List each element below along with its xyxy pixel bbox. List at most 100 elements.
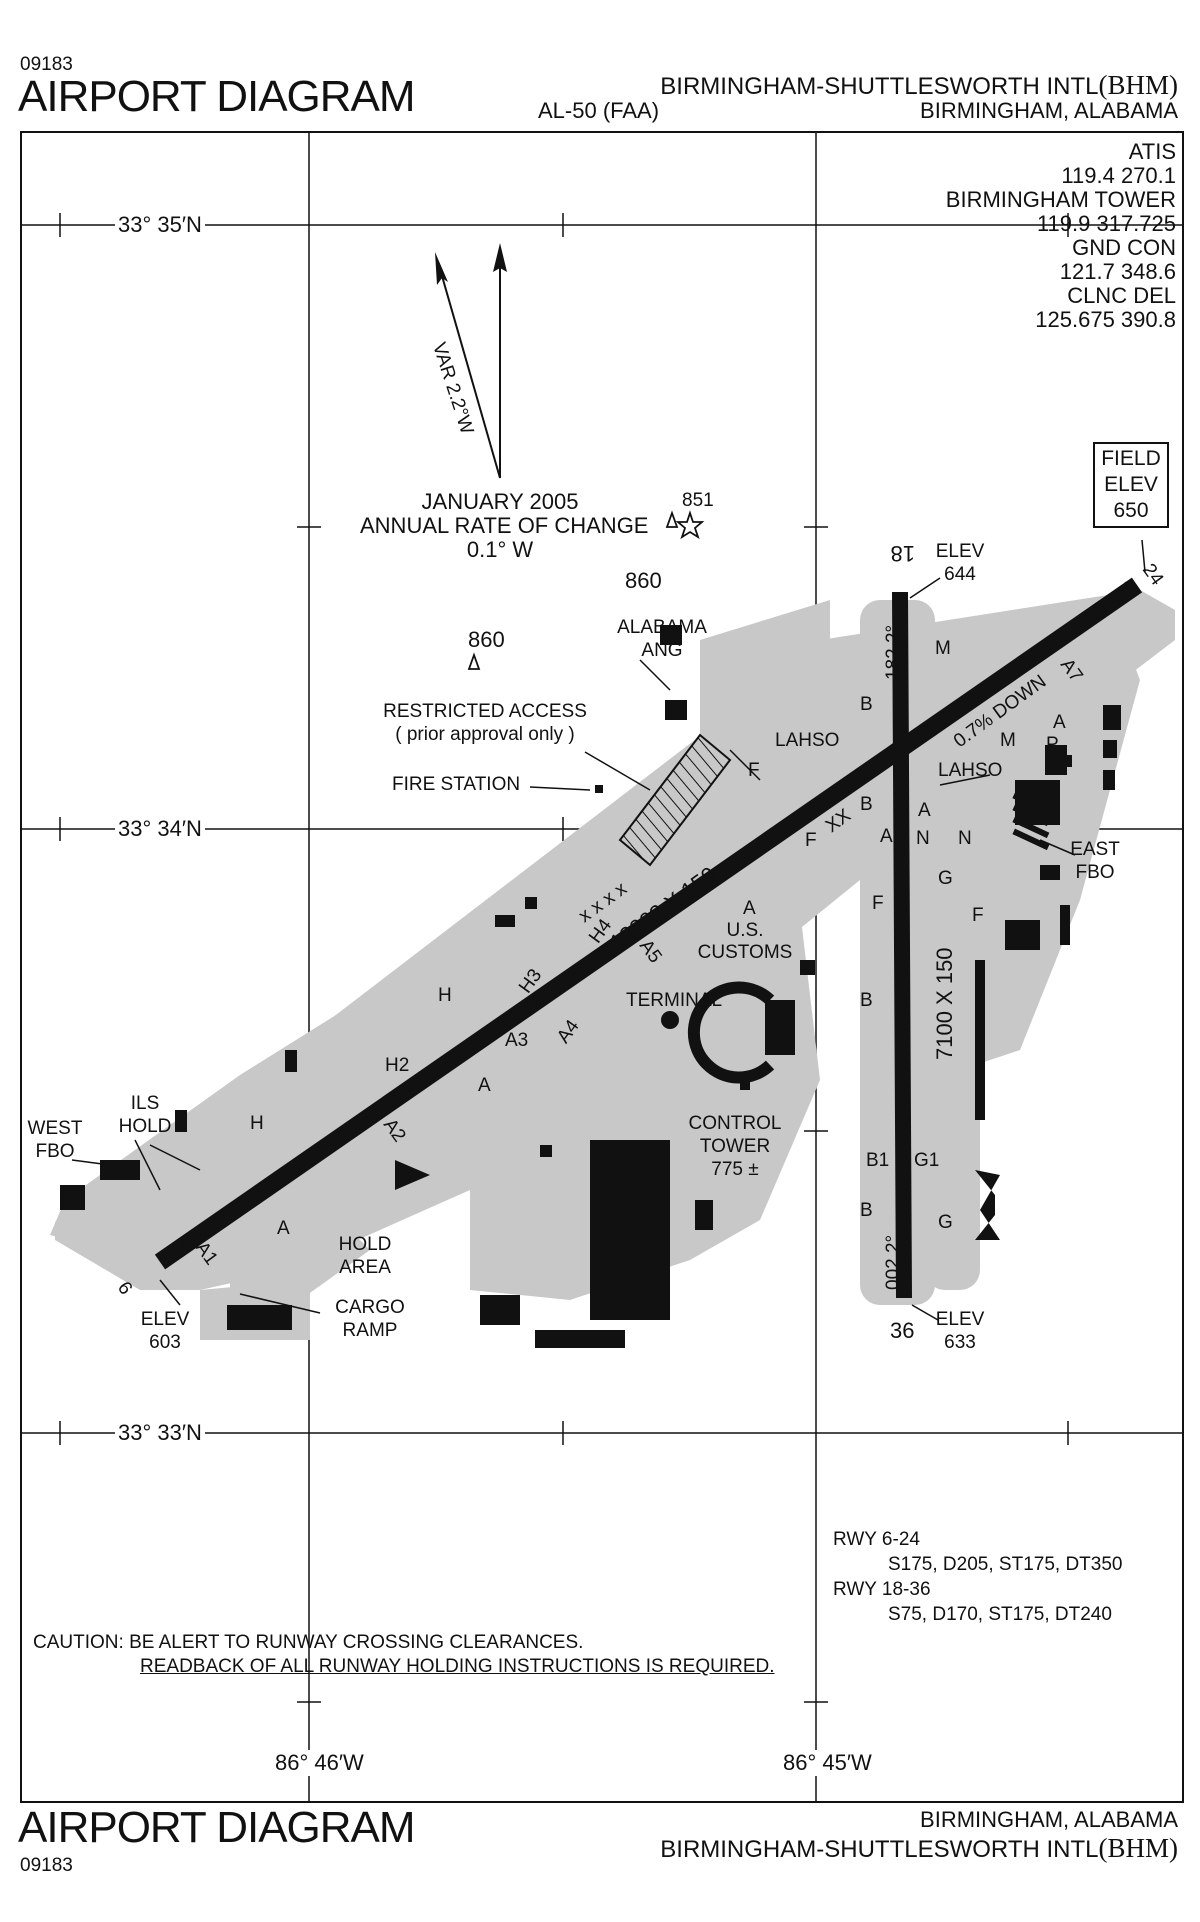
caution-line-1: BE ALERT TO RUNWAY CROSSING CLEARANCES. — [129, 1632, 584, 1653]
building — [535, 1330, 625, 1348]
taxiway-f-label-4: F — [972, 905, 984, 926]
building — [285, 1050, 297, 1072]
building — [1045, 745, 1067, 775]
area-text: AREA — [339, 1257, 391, 1278]
control-text: CONTROL — [688, 1113, 782, 1134]
runway-strengths: RWY 6-24 S175, D205, ST175, DT350 RWY 18… — [833, 1527, 1122, 1627]
taxiway-g-label: G — [938, 868, 953, 889]
building — [1060, 905, 1070, 945]
chart-number: 09183 — [20, 54, 73, 75]
taxiway-b-label: B — [860, 694, 873, 715]
strength-rwy1-label: RWY 6-24 — [833, 1529, 920, 1550]
footer-chart-number: 09183 — [20, 1855, 73, 1876]
taxiway-a-label: A — [277, 1218, 290, 1239]
elev-36-value: 633 — [944, 1332, 976, 1353]
taxiway-b-label-4: B — [860, 1200, 873, 1221]
obstacle-860-symbol — [467, 652, 481, 670]
building — [800, 960, 815, 975]
strength-rwy2-label: RWY 18-36 — [833, 1579, 931, 1600]
runway-6-elevation: ELEV 603 — [130, 1308, 200, 1354]
taxiway-g-label-2: G — [938, 1212, 953, 1233]
taxiway-f-label-2: F — [805, 830, 817, 851]
magnetic-north-arrowhead — [435, 252, 448, 285]
building — [525, 897, 537, 909]
chart-title: AIRPORT DIAGRAM — [18, 72, 416, 121]
hold-area-label: HOLD AREA — [325, 1233, 405, 1279]
pointer-lines — [71, 539, 1146, 1321]
procedure-id: AL-50 (FAA) — [538, 98, 660, 123]
lahso-label-1: LAHSO — [775, 730, 840, 751]
taxiway-a-label-5: A — [918, 800, 931, 821]
cargo-text: CARGO — [335, 1297, 405, 1318]
elev-6-value: 603 — [149, 1332, 181, 1353]
taxiway-h-label: H — [438, 985, 452, 1006]
field-elev-value: 650 — [1113, 499, 1149, 522]
lat-label-3535: 33° 35′N — [115, 212, 205, 238]
restricted-access-area — [618, 733, 732, 867]
hold-text: HOLD — [118, 1116, 172, 1137]
building — [1103, 705, 1121, 730]
building — [175, 1110, 187, 1132]
taxiway-f-label-3: F — [872, 893, 884, 914]
ramp-text: RAMP — [342, 1320, 398, 1341]
caution-label: CAUTION: — [33, 1632, 124, 1653]
fbo-text: FBO — [1075, 862, 1115, 883]
taxiway-a-label-3: A — [743, 898, 756, 919]
obstacle-860-label-2: 860 — [468, 627, 505, 652]
lat-label-3534: 33° 34′N — [115, 816, 205, 842]
footer-airport-name: BIRMINGHAM-SHUTTLESWORTH INTL — [660, 1836, 1099, 1863]
us-label: U.S. — [726, 920, 764, 941]
taxiway-b-label-3: B — [860, 990, 873, 1011]
ils-text: ILS — [130, 1093, 160, 1114]
magnetic-north-line — [437, 261, 501, 479]
elev-6-label: ELEV — [140, 1309, 190, 1330]
building — [1005, 920, 1040, 950]
magnetic-rate: 0.1° W — [466, 537, 534, 562]
caution-note: CAUTION: BE ALERT TO RUNWAY CROSSING CLE… — [33, 1630, 583, 1656]
building — [1060, 755, 1072, 767]
fire-station — [595, 785, 603, 793]
runway-18-heading: 182.2° — [883, 624, 904, 680]
runway-18-36-dimensions: 7100 X 150 — [932, 947, 957, 1060]
runway-18-elevation: ELEV 644 — [925, 540, 995, 586]
hold-area-text: HOLD — [338, 1234, 392, 1255]
elev-36-label: ELEV — [935, 1309, 985, 1330]
airport-city: BIRMINGHAM, ALABAMA — [920, 98, 1178, 123]
clearance-label: CLNC DEL — [1067, 283, 1176, 308]
west-fbo-building — [60, 1185, 85, 1210]
taxiway-p-label: P — [1046, 734, 1059, 755]
caution-line-2: READBACK OF ALL RUNWAY HOLDING INSTRUCTI… — [140, 1656, 775, 1677]
taxiway-h-label-2: H — [250, 1113, 264, 1134]
alabama-label: ALABAMA — [617, 617, 707, 638]
elev-18-value: 644 — [944, 564, 976, 585]
runway-36-elevation: ELEV 633 — [925, 1308, 995, 1354]
tower-label: BIRMINGHAM TOWER — [945, 187, 1176, 212]
taxiway-a-label-2: A — [478, 1075, 491, 1096]
taxiway-a-label-6: A — [1053, 712, 1066, 733]
taxiway-a3-label: A3 — [505, 1030, 529, 1051]
cargo-ramp-building — [227, 1305, 292, 1330]
clearance-frequency: 125.675 390.8 — [1035, 307, 1176, 332]
taxiway-b1-label: B1 — [866, 1150, 890, 1171]
magnetic-date: JANUARY 2005 — [421, 489, 579, 514]
terminal-label: TERMINAL — [626, 990, 723, 1011]
strength-rwy2-values: S75, D170, ST175, DT240 — [888, 1604, 1112, 1625]
footer-airport-row: BIRMINGHAM-SHUTTLESWORTH INTL(BHM) — [660, 1833, 1178, 1864]
obstacles — [467, 510, 705, 670]
east-hangars — [1012, 792, 1050, 851]
footer-city: BIRMINGHAM, ALABAMA — [920, 1807, 1178, 1832]
beacon-symbol — [395, 1160, 430, 1190]
north-arrows — [435, 243, 507, 479]
east-text: EAST — [1070, 839, 1120, 860]
fbo-west-text: FBO — [35, 1141, 75, 1162]
taxiway-h2-label: H2 — [385, 1055, 410, 1076]
taxiway-g1-label: G1 — [914, 1150, 940, 1171]
ils-hold-label: ILS HOLD — [110, 1092, 180, 1138]
ground-frequency: 121.7 348.6 — [1059, 259, 1176, 284]
runway-36-end: 36 — [890, 1318, 915, 1343]
cargo-building — [590, 1140, 670, 1320]
restricted-label: RESTRICTED ACCESS — [383, 701, 587, 722]
lon-label-8646: 86° 46′W — [272, 1750, 367, 1776]
footer-airport-id: (BHM) — [1098, 1833, 1179, 1863]
